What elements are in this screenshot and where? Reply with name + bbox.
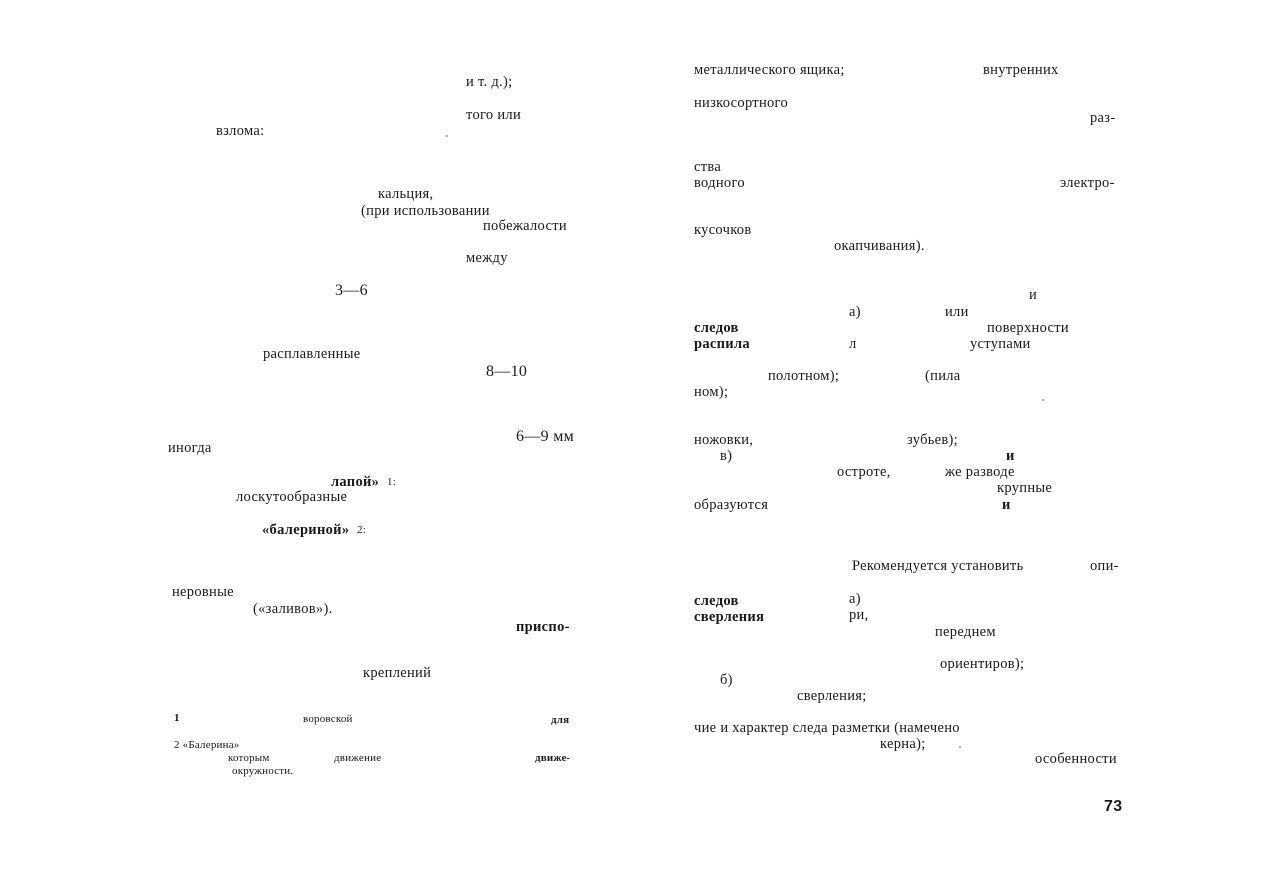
- text-line: ном);: [694, 384, 729, 400]
- text-line: а): [849, 591, 861, 607]
- text-line: приспо-: [516, 619, 570, 635]
- text-line: переднем: [935, 624, 996, 640]
- footnote-text: воровской: [303, 713, 353, 725]
- footnote-text: окружности.: [232, 765, 294, 777]
- text-line: ножовки,: [694, 432, 754, 448]
- text-line: «балериной»: [262, 522, 350, 538]
- footnote-text: 2 «Балерина»: [174, 739, 240, 751]
- print-speck: [446, 135, 448, 137]
- footnote-text: которым: [228, 752, 270, 764]
- text-line: креплений: [363, 665, 432, 681]
- text-line: кальция,: [378, 186, 434, 202]
- text-line: электро-: [1060, 175, 1115, 191]
- text-line: крупные: [997, 480, 1053, 496]
- text-line: же разводе: [945, 464, 1015, 480]
- text-line: водного: [694, 175, 745, 191]
- text-line: 3—6: [335, 282, 368, 299]
- text-line: зубьев);: [907, 432, 959, 448]
- text-line: кусочков: [694, 222, 752, 238]
- text-line: керна);: [880, 736, 926, 752]
- text-line: ства: [694, 159, 722, 175]
- text-line: расплавленные: [263, 346, 361, 362]
- print-speck: [1042, 399, 1044, 401]
- footnote-ref: 1:: [387, 476, 396, 488]
- text-line: полотном);: [768, 368, 840, 384]
- text-line: раз-: [1090, 110, 1116, 126]
- text-line: Рекомендуется установить: [852, 558, 1024, 574]
- text-line: распила: [694, 336, 750, 352]
- text-line: 8—10: [486, 363, 528, 380]
- text-line: а): [849, 304, 861, 320]
- text-line: иногда: [168, 440, 212, 456]
- text-line: сверления: [694, 609, 765, 625]
- text-line: опи-: [1090, 558, 1119, 574]
- text-line: побежалости: [483, 218, 567, 234]
- text-line: особенности: [1035, 751, 1117, 767]
- footnote-marker: 1: [174, 712, 180, 724]
- text-line: остроте,: [837, 464, 891, 480]
- text-line: внутренних: [983, 62, 1059, 78]
- text-line: 6—9 мм: [516, 428, 575, 445]
- text-line: образуются: [694, 497, 769, 513]
- text-line: б): [720, 672, 733, 688]
- text-line: окапчивания).: [834, 238, 925, 254]
- right-page: металлического ящика; внутренних низкосо…: [631, 0, 1263, 893]
- text-line: или: [945, 304, 969, 320]
- text-line: и: [1006, 448, 1015, 464]
- text-line: низкосортного: [694, 95, 788, 111]
- footnote-text: движение: [334, 752, 382, 764]
- text-line: следов: [694, 320, 739, 336]
- text-line: и т. д.);: [466, 74, 513, 90]
- text-line: лапой»: [331, 474, 380, 490]
- left-page: и т. д.); того или взлома: кальция, (при…: [0, 0, 631, 893]
- text-line: уступами: [970, 336, 1031, 352]
- text-line: (при использовании: [361, 203, 490, 219]
- text-line: металлического ящика;: [694, 62, 845, 78]
- text-line: сверления;: [797, 688, 867, 704]
- text-line: ориентиров);: [940, 656, 1025, 672]
- text-line: л: [849, 336, 857, 352]
- text-line: и: [1029, 287, 1038, 303]
- text-line: ри,: [849, 607, 869, 623]
- text-line: неровные: [172, 584, 234, 600]
- page-number: 73: [1104, 798, 1123, 815]
- text-line: и: [1002, 497, 1011, 513]
- text-line: лоскутообразные: [236, 489, 348, 505]
- text-line: между: [466, 250, 508, 266]
- footnote-text: движе-: [535, 752, 571, 764]
- footnote-text: для: [551, 714, 570, 726]
- text-line: взлома:: [216, 123, 265, 139]
- text-line: («заливов»).: [253, 601, 333, 617]
- text-line: (пила: [925, 368, 961, 384]
- text-line: чие и характер следа разметки (намечено: [694, 720, 960, 736]
- footnote-ref: 2:: [357, 524, 366, 536]
- print-speck: [959, 746, 961, 748]
- text-line: того или: [466, 107, 522, 123]
- text-line: в): [720, 448, 733, 464]
- text-line: поверхности: [987, 320, 1069, 336]
- text-line: следов: [694, 593, 739, 609]
